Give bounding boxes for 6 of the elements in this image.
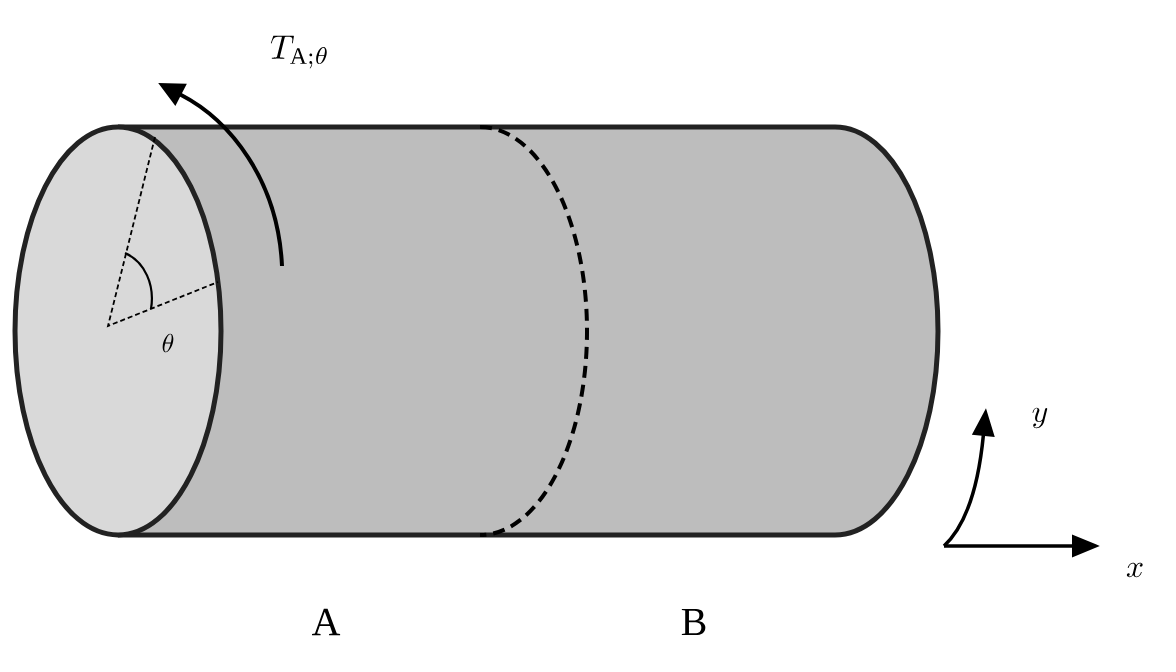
axis-label: $y$ [1032,407,1048,429]
angle-label: $\theta$ [162,333,174,353]
axis-label: $x$ [1126,562,1143,578]
section-label: A [312,608,341,636]
torque-label: $T_{\mathrm{A};\theta}$ [270,35,327,69]
section-label: B [681,608,706,636]
